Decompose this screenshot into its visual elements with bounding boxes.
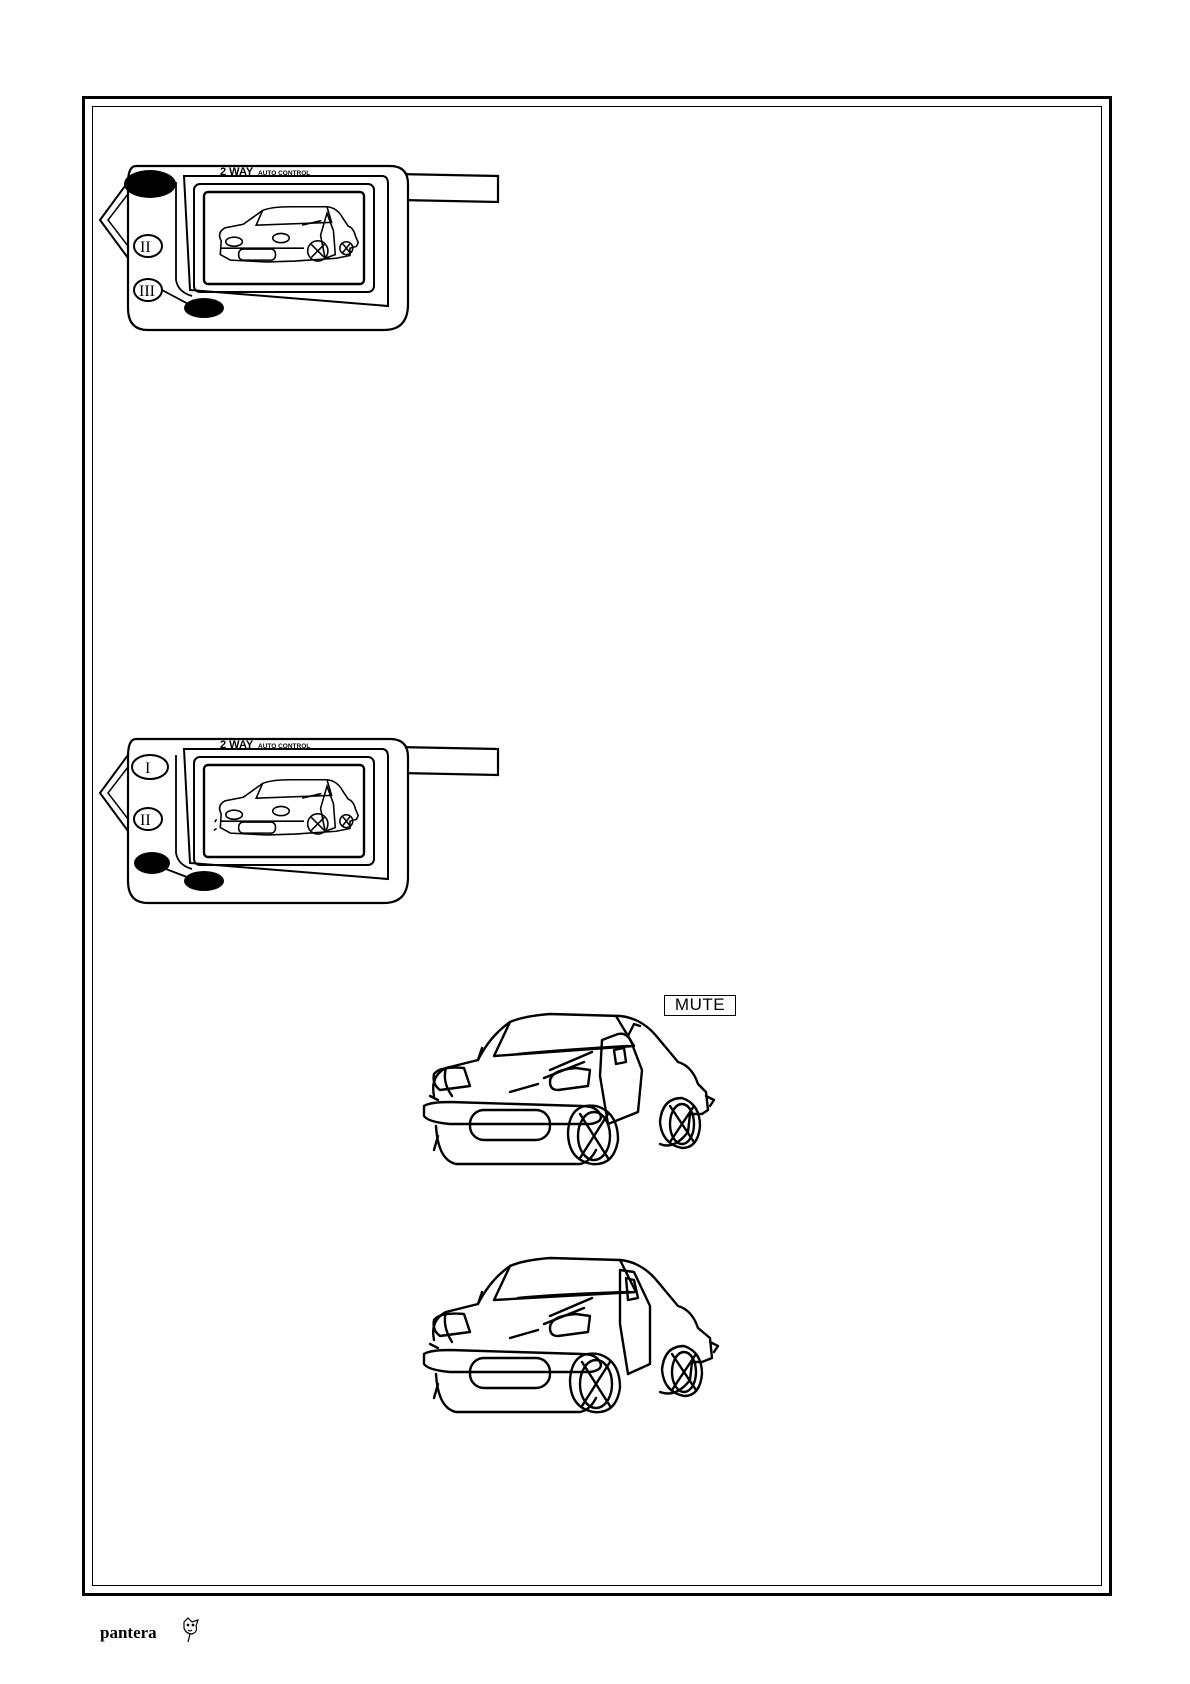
remote-button-1 — [124, 170, 176, 198]
car-door-closed-illustration — [420, 1254, 740, 1434]
panther-head-icon — [183, 1617, 199, 1643]
page-border — [82, 96, 1112, 1596]
page-border-inner — [92, 106, 1102, 1586]
remote-button-1-label: I — [145, 760, 150, 777]
remote-button-1 — [131, 754, 169, 780]
remote-button-2 — [133, 234, 163, 258]
remote-button-3 — [134, 852, 170, 874]
pantera-logo: pantera — [98, 1612, 208, 1646]
remote-button-2-label: II — [140, 239, 151, 256]
mute-badge: MUTE — [664, 995, 736, 1016]
remote-button-3-label: III — [139, 283, 155, 300]
remote-button-4 — [184, 871, 224, 891]
remote-brand-sublabel: AUTO CONTROL — [258, 170, 310, 177]
remote-brand-sublabel: AUTO CONTROL — [258, 743, 310, 750]
logo-text: pantera — [100, 1623, 157, 1642]
remote-brand-label: 2 WAY — [220, 739, 254, 751]
remote-illustration-bottom: 2 WAY AUTO CONTROL I II — [96, 733, 506, 913]
remote-button-2 — [133, 807, 163, 831]
remote-illustration-top: 2 WAY AUTO CONTROL II III — [96, 160, 506, 340]
remote-button-2-label: II — [140, 812, 151, 829]
remote-brand-label: 2 WAY — [220, 166, 254, 178]
remote-button-4 — [184, 298, 224, 318]
car-door-open-illustration — [420, 1010, 740, 1180]
